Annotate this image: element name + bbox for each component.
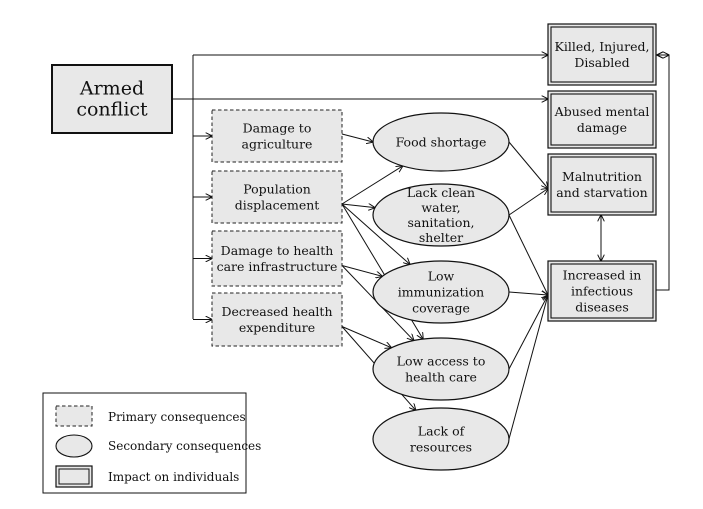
malnutrition-and-starvation-label-line: Malnutrition — [562, 169, 642, 184]
damage-to-health-care-infrastructure-label-line: Damage to health — [221, 243, 334, 258]
legend-impact-label: Impact on individuals — [108, 470, 239, 484]
increased-infectious-diseases-label-line: infectious — [571, 284, 633, 299]
legend-primary-label: Primary consequences — [108, 410, 246, 424]
edge-low-access-to-health-care-to-increased-infectious-diseases — [508, 295, 548, 370]
decreased-health-expenditure-shape — [211, 292, 343, 347]
abused-mental-damage-label-line: Abused mental — [554, 104, 650, 119]
armed-conflict-label-line: conflict — [76, 99, 148, 121]
edge-lack-of-resources-to-increased-infectious-diseases — [508, 295, 548, 440]
food-shortage-node: Food shortage — [372, 112, 510, 172]
legend-secondary-swatch — [55, 434, 93, 458]
decreased-health-expenditure-label-line: expenditure — [239, 320, 315, 335]
edge-damage-to-agriculture-to-food-shortage — [341, 133, 373, 142]
killed-injured-disabled-label-line: Disabled — [574, 55, 629, 70]
increased-infectious-diseases-label-line: Increased in — [563, 268, 642, 283]
killed-injured-disabled-inner-border — [550, 26, 654, 83]
food-shortage-label-line: Food shortage — [396, 135, 487, 150]
population-displacement-label-line: Population — [243, 182, 311, 197]
edge-damage-to-health-care-infrastructure-to-low-immunization-coverage — [341, 265, 382, 277]
nodes: Damage toagriculturePopulationdisplaceme… — [51, 23, 657, 471]
food-shortage-shape — [372, 112, 510, 172]
legend-secondary-label: Secondary consequences — [108, 439, 261, 453]
increased-infectious-diseases-label-line: diseases — [575, 300, 629, 315]
lack-of-resources-label-line: resources — [410, 440, 472, 455]
increased-infectious-diseases-shape — [547, 260, 657, 322]
killed-injured-disabled-label-line: Killed, Injured, — [555, 39, 650, 54]
low-access-to-health-care-label-line: Low access to — [397, 354, 486, 369]
legend-impact-swatch — [55, 465, 93, 488]
low-immunization-coverage-label-line: immunization — [398, 285, 484, 300]
increased-infectious-diseases-inner-border — [550, 263, 654, 319]
damage-to-agriculture-shape — [211, 109, 343, 163]
legend-primary-swatch — [55, 405, 93, 427]
edge-low-immunization-coverage-to-increased-infectious-diseases — [508, 292, 548, 295]
abused-mental-damage-inner-border — [550, 93, 654, 146]
abused-mental-damage-label-line: damage — [577, 120, 627, 135]
population-displacement-shape — [211, 170, 343, 224]
lack-clean-water-shape — [372, 183, 510, 247]
decreased-health-expenditure-label-line: Decreased health — [221, 304, 332, 319]
edge-increased-infectious-diseases-to-killed-injured-disabled — [656, 55, 670, 291]
malnutrition-and-starvation-inner-border — [550, 156, 654, 213]
lack-of-resources-shape — [372, 407, 510, 471]
armed-conflict-label-line: Armed — [79, 78, 144, 100]
malnutrition-and-starvation-label-line: and starvation — [556, 185, 647, 200]
lack-clean-water-label-line: Lack clean — [407, 185, 475, 200]
low-immunization-coverage-label-line: Low — [428, 269, 455, 284]
lack-clean-water-label-line: water, — [421, 200, 460, 215]
low-access-to-health-care-label-line: health care — [405, 370, 477, 385]
armed-conflict-shape — [51, 64, 173, 134]
low-access-to-health-care-shape — [372, 337, 510, 401]
damage-to-health-care-infrastructure-label-line: care infrastructure — [217, 259, 338, 274]
malnutrition-and-starvation-shape — [547, 153, 657, 216]
damage-to-agriculture-label-line: Damage to — [243, 121, 312, 136]
edge-food-shortage-to-malnutrition-and-starvation — [508, 141, 548, 189]
abused-mental-damage-shape — [547, 90, 657, 149]
damage-to-agriculture-label-line: agriculture — [242, 137, 313, 152]
edge-lack-clean-water-to-malnutrition-and-starvation — [508, 189, 548, 216]
killed-injured-disabled-node: Killed, Injured,Disabled — [547, 23, 657, 86]
edge-decreased-health-expenditure-to-low-access-to-health-care — [341, 326, 391, 348]
edge-population-displacement-to-low-immunization-coverage — [341, 203, 410, 264]
low-immunization-coverage-shape — [372, 260, 510, 324]
edge-population-displacement-to-food-shortage — [341, 166, 403, 205]
low-immunization-coverage-label-line: coverage — [412, 301, 470, 316]
edge-lack-clean-water-to-increased-infectious-diseases — [508, 214, 548, 295]
legend-impact-swatch-inner — [58, 468, 90, 485]
lack-of-resources-label-line: Lack of — [418, 424, 466, 439]
damage-to-health-care-infrastructure-shape — [211, 230, 343, 287]
edge-population-displacement-to-lack-clean-water — [341, 204, 375, 208]
killed-injured-disabled-shape — [547, 23, 657, 86]
lack-clean-water-label-line: sanitation, — [408, 215, 475, 230]
population-displacement-label-line: displacement — [235, 198, 320, 213]
lack-clean-water-label-line: shelter — [419, 230, 463, 245]
